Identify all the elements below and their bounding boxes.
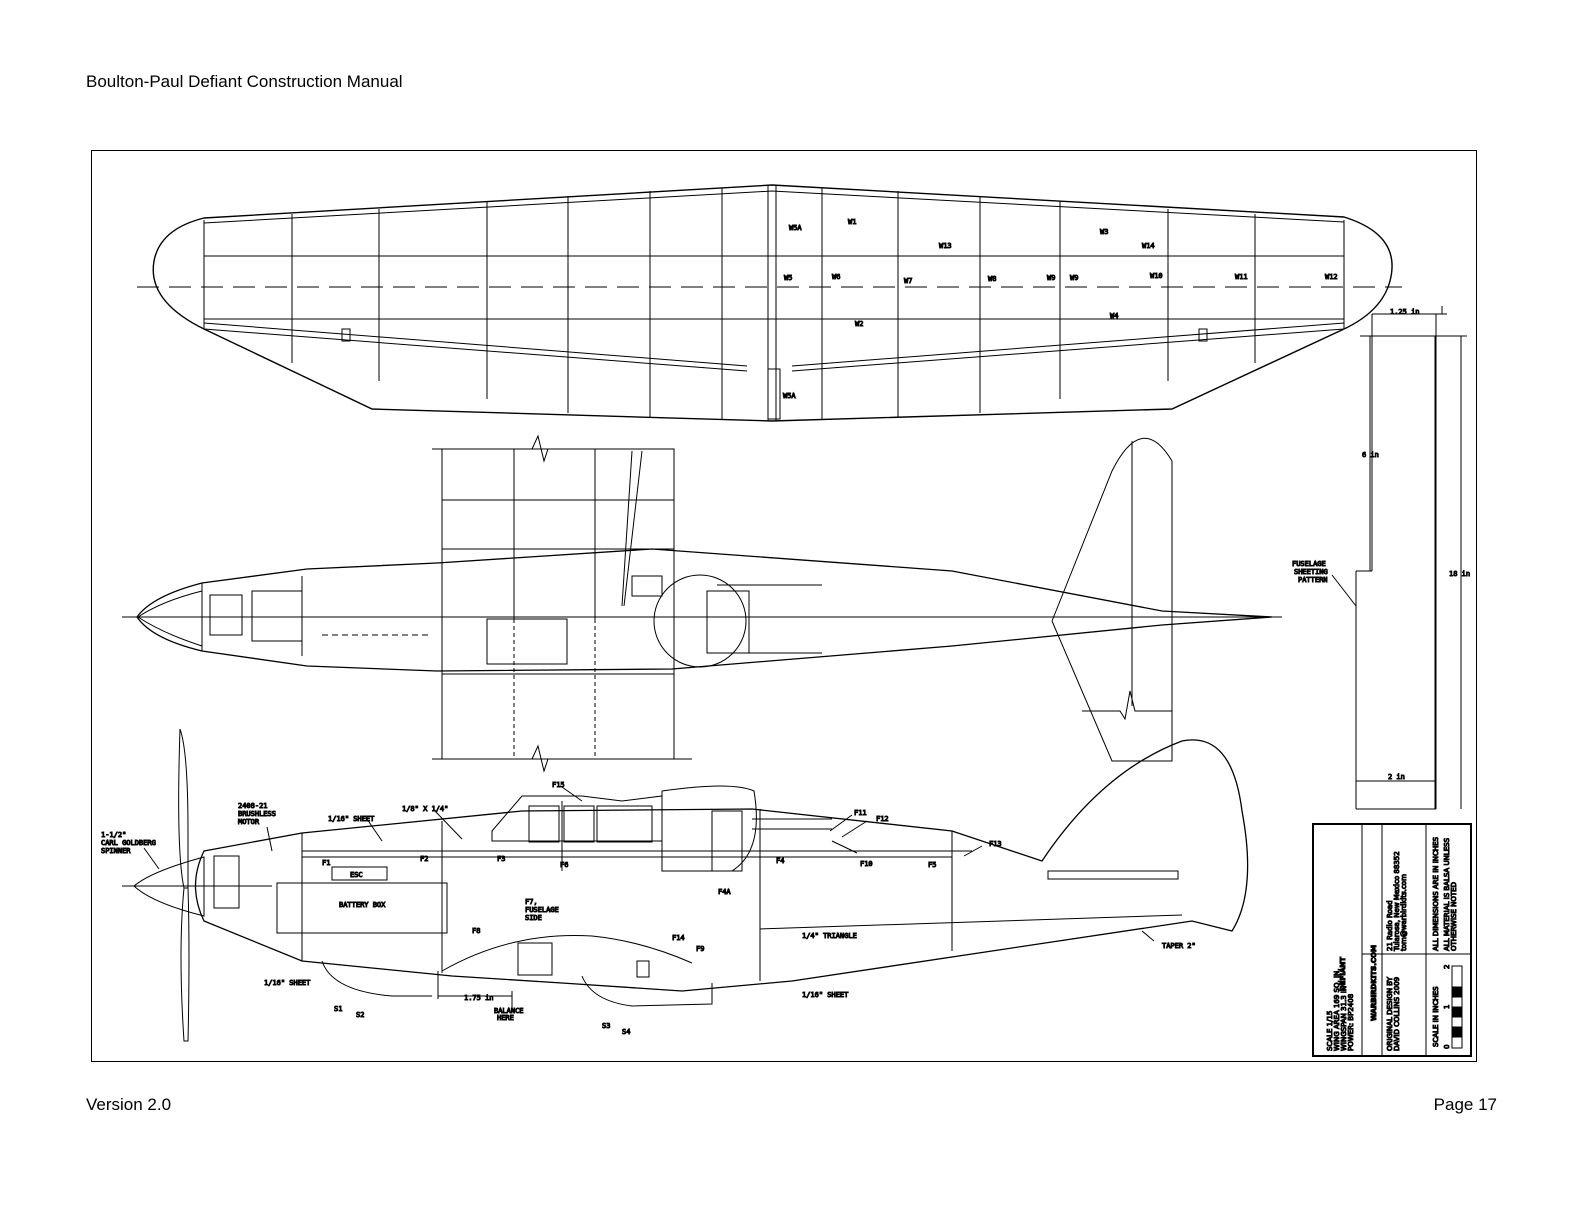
plan-svg: W5A W1 W13 W3 W14 W5 W6 W7 W8 W9 W9 W10 …: [101, 184, 1472, 1057]
callout: BATTERY BOX: [339, 901, 386, 909]
wing-label: W7: [904, 277, 912, 285]
scale-tick: 0: [1443, 1045, 1451, 1049]
callout: BALANCE: [494, 1007, 524, 1015]
callout: F4A: [718, 888, 731, 896]
dim-label: 1.25 in: [1390, 308, 1420, 316]
sheeting-label: FUSELAGE: [1292, 560, 1326, 568]
dim-label: 6 in: [1362, 451, 1379, 459]
page-header: Boulton-Paul Defiant Construction Manual: [86, 72, 403, 91]
fuselage-side-view: [122, 728, 1249, 1042]
wing-label: W12: [1325, 273, 1338, 281]
callout: SPINNER: [101, 847, 131, 855]
callout: HERE: [497, 1014, 514, 1022]
wing-label: W5: [784, 274, 792, 282]
callout: F14: [672, 934, 685, 942]
callout: F4: [776, 857, 784, 865]
callout: ESC: [350, 871, 363, 879]
title-block: DEFIANT WARBIRDKITS.COM SCALE 1/15 WING …: [1312, 823, 1472, 1057]
title-block-spec: WINGSPAN 31.3 IN: [1340, 986, 1348, 1051]
title-block-note: OTHERWISE NOTED: [1450, 882, 1458, 951]
title-block-address: Tularosa, New Mexico 88352: [1393, 851, 1401, 952]
title-block-note: ALL DIMENSIONS ARE IN INCHES: [1432, 836, 1440, 951]
callout: TAPER 2": [1162, 942, 1196, 950]
callout: 1/16" SHEET: [328, 815, 375, 823]
callout: 2408-21: [238, 802, 268, 810]
callout: S1: [334, 1005, 342, 1013]
footer-version: Version 2.0: [86, 1095, 172, 1114]
callout: 1-1/2": [101, 831, 126, 839]
dim-label: 2 in: [1388, 773, 1405, 781]
callout: F5: [928, 861, 936, 869]
callout: BRUSHLESS: [238, 810, 276, 818]
sheeting-label: SHEETING: [1294, 568, 1328, 576]
title-block-website: WARBIRDKITS.COM: [1370, 945, 1378, 1021]
wing-label: W5A: [783, 392, 796, 400]
callout: F9: [696, 945, 704, 953]
callout: MOTOR: [238, 818, 260, 826]
scale-label: SCALE IN INCHES: [1432, 986, 1440, 1047]
wing-label: W5A: [789, 224, 802, 232]
wing-label: W2: [855, 320, 863, 328]
callout: S4: [622, 1028, 630, 1036]
callout: S3: [602, 1022, 610, 1030]
callout: S2: [356, 1011, 364, 1019]
title-block-spec: SCALE 1/15: [1326, 1011, 1334, 1051]
wing-ribs: [203, 185, 1345, 421]
scale-tick: 2: [1443, 965, 1451, 969]
callout: F1: [322, 859, 330, 867]
callout: F11: [854, 809, 867, 817]
wing-label: W4: [1110, 312, 1118, 320]
callout: F13: [989, 840, 1002, 848]
title-block-note: ALL MATERIAL IS BALSA UNLESS: [1443, 837, 1451, 951]
title-block-design: ORIGINAL DESIGN BY: [1386, 976, 1394, 1051]
callout: F8: [472, 927, 480, 935]
title-block-address: 21 Radio Road: [1386, 900, 1394, 951]
callout: F6: [560, 861, 568, 869]
plan-drawing: W5A W1 W13 W3 W14 W5 W6 W7 W8 W9 W9 W10 …: [91, 150, 1477, 1062]
title-block-spec: POWER: BP2408: [1347, 994, 1355, 1051]
callout: 1/4" TRIANGLE: [802, 932, 857, 940]
wing-label: W10: [1150, 272, 1163, 280]
footer-page-number: Page 17: [1433, 1095, 1497, 1114]
wing-label: W3: [1100, 228, 1108, 236]
scale-tick: 1: [1443, 1005, 1451, 1009]
wing-label: W6: [832, 273, 840, 281]
callout: FUSELAGE: [525, 906, 559, 914]
dim-label: 18 in: [1449, 570, 1470, 578]
callout: F2: [420, 855, 428, 863]
title-block-address: tom@warbirdkits.com: [1400, 874, 1408, 951]
title-block-name: DEFIANT: [1339, 957, 1347, 991]
callout: CARL GOLDBERG: [101, 839, 156, 847]
title-block-spec: WING AREA 169 SQ. IN.: [1333, 969, 1341, 1051]
wing-label: W13: [939, 242, 952, 250]
sheeting-label: PATTERN: [1298, 576, 1328, 584]
callout: F15: [552, 781, 565, 789]
fuselage-top-view: [122, 434, 1282, 773]
wing-label: W1: [848, 218, 856, 226]
wing-plan-view: W5A W1 W13 W3 W14 W5 W6 W7 W8 W9 W9 W10 …: [137, 184, 1402, 422]
callout: F10: [860, 860, 873, 868]
callout: 1/16" SHEET: [802, 991, 849, 999]
side-view-labels: 2408-21 BRUSHLESS MOTOR 1-1/2" CARL GOLD…: [101, 781, 1197, 1037]
wing-label: W14: [1142, 242, 1155, 250]
callout: F3: [497, 855, 505, 863]
callout: F7,: [525, 898, 538, 906]
wing-label: W11: [1235, 273, 1248, 281]
wing-label: W8: [988, 275, 996, 283]
callout: 1/16" SHEET: [264, 979, 311, 987]
wing-label: W9: [1047, 274, 1055, 282]
title-block-design: DAVID COLLINS 2009: [1393, 977, 1401, 1051]
sheeting-pattern: 1.25 in 6 in 18 in 2 in FUSELAGE SHEETIN…: [1292, 306, 1471, 810]
callout: F12: [876, 815, 889, 823]
callout: 1.75 in: [464, 994, 494, 1002]
callout: SIDE: [525, 914, 542, 922]
callout: 1/8" X 1/4": [402, 805, 448, 813]
wing-label: W9: [1070, 274, 1078, 282]
